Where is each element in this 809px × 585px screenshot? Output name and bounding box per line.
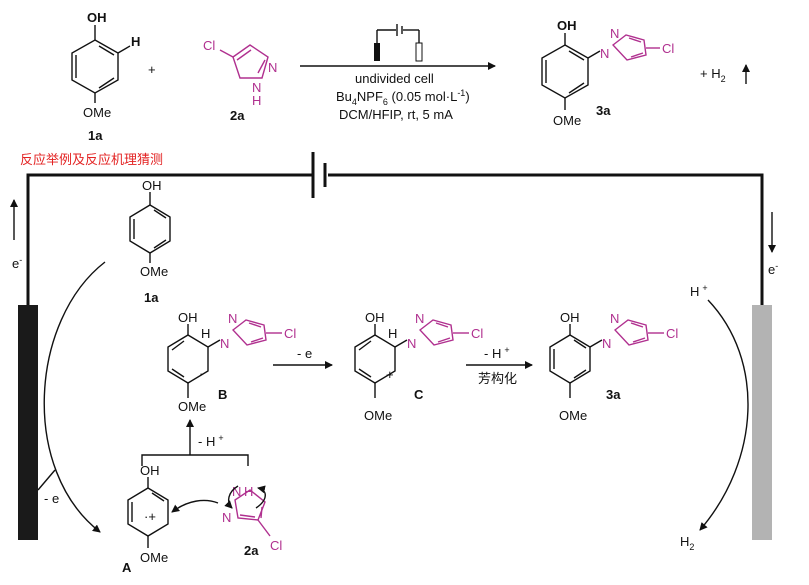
n1-label: N [602,336,611,351]
ome-label: OMe [364,408,392,423]
compound-label-1a: 1a [144,290,159,305]
cation-C: OH H N N Cl + OMe C [354,310,483,423]
compound-label-B: B [218,387,227,402]
oh-label: OH [557,18,577,33]
nucleophilic-attack-arrow [171,499,219,513]
electron-tick [37,469,56,491]
cl-label: Cl [666,326,678,341]
electron-push-arrow [224,485,239,509]
cl-label: Cl [203,38,215,53]
oh-label: OH [365,310,385,325]
electron-push-arrow-2 [255,485,266,509]
oh-label: OH [178,310,198,325]
nh-h-label: H [244,484,253,499]
compound-label-2a: 2a [230,108,245,123]
n-label: N [610,26,619,41]
ome-label: OMe [140,264,168,279]
anode-oxidation-label: - e [44,491,59,506]
cl-label: Cl [471,326,483,341]
n-label: N [415,311,424,326]
cl-label: Cl [284,326,296,341]
compound-label-2a: 2a [244,543,259,558]
radical-cation-mark: ·+ [144,509,156,524]
section-title: 反应举例及反应机理猜测 [20,152,163,167]
oxidation-step-label: - e [297,346,312,361]
nh-n-label: N [252,80,261,95]
reactant-1a: OH H OMe 1a [71,10,140,143]
condition-solvent: DCM/HFIP, rt, 5 mA [339,107,453,122]
h2-label: H2 [680,534,694,552]
h-label: H [201,326,210,341]
product-3a: OH N N Cl OMe 3a [541,18,674,128]
oxidation-arrow [43,261,106,533]
ome-label: OMe [178,399,206,414]
compound-label-C: C [414,387,424,402]
compound-label-3a: 3a [606,387,621,402]
condition-electrolyte: Bu4NPF6 (0.05 mol·L-1) [336,88,470,107]
ome-label: OMe [83,105,111,120]
circuit-wire [26,152,764,305]
cation-mark: + [386,367,394,382]
condition-cell: undivided cell [355,71,434,86]
pyrazole-2a: N H N Cl 2a [222,484,282,558]
oh-label: OH [87,10,107,25]
n-label: N [222,510,231,525]
n-label: N [228,311,237,326]
electron-right-label: e- [768,261,778,277]
n1-label: N [600,46,609,61]
radical-cation-A: OH ·+ OMe A [122,463,169,575]
aromatization-deprot-label: - H+ [484,345,510,361]
bracket [141,454,249,466]
intermediate-1a: OH OMe 1a [129,178,171,305]
reduction-arrow [699,299,749,531]
nh-n-label: N [232,484,241,499]
radical-B: OH H N N Cl · OMe B [167,310,296,414]
cl-label: Cl [662,41,674,56]
oh-label: OH [140,463,160,478]
deprotonation-label: - H+ [198,433,224,449]
compound-label-1a: 1a [88,128,103,143]
h-label: H [131,34,140,49]
reactant-2a: Cl N N H 2a [203,38,277,123]
cl-label: Cl [270,538,282,553]
plus-sign: + [148,62,156,77]
oh-label: OH [560,310,580,325]
proton-label: H+ [690,283,708,299]
radical-dot: · [199,366,203,381]
aromatization-label: 芳构化 [478,371,517,386]
cathode-electrode [752,305,772,540]
h-label: H [388,326,397,341]
ome-label: OMe [559,408,587,423]
h2-byproduct: + H2 [700,66,726,84]
ome-label: OMe [140,550,168,565]
product-3a-mech: OH N N Cl OMe 3a [549,310,678,423]
ome-label: OMe [553,113,581,128]
nh-h-label: H [252,93,261,108]
n-label: N [610,311,619,326]
n1-label: N [220,336,229,351]
electrochem-cell-icon [374,24,423,62]
compound-label-3a: 3a [596,103,611,118]
oh-label: OH [142,178,162,193]
n1-label: N [407,336,416,351]
electron-left-label: e- [12,255,22,271]
anode-electrode [18,305,38,540]
n-label: N [268,60,277,75]
compound-label-A: A [122,560,132,575]
